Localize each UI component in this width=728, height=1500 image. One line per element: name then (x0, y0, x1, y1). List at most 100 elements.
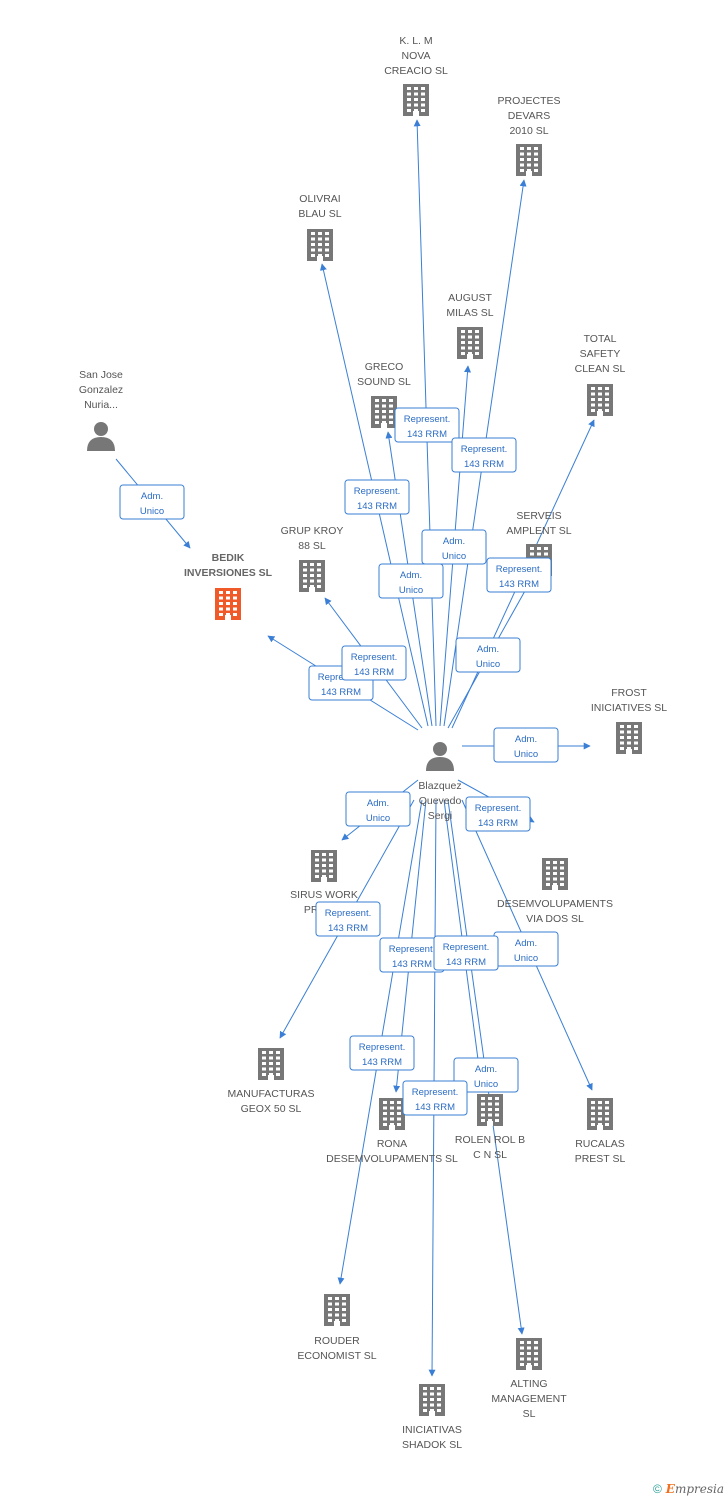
node-label-line: SL (523, 1408, 536, 1420)
relation-label-bedik[interactable]: Adm.Unico (119, 484, 185, 520)
relation-text: 143 RRM (407, 429, 447, 440)
relation-label-total[interactable]: Represent.143 RRM (486, 557, 552, 593)
relation-box[interactable] (455, 637, 521, 673)
person-icon (87, 422, 115, 451)
relation-text: 143 RRM (392, 959, 432, 970)
company-node-alting[interactable]: ALTING MANAGEMENT SL (491, 1338, 567, 1420)
building-icon (371, 396, 397, 428)
relation-text: 143 RRM (478, 818, 518, 829)
company-node-rucalas[interactable]: RUCALAS PREST SL (575, 1098, 626, 1165)
relation-text: Adm. (475, 1064, 497, 1075)
relation-label-klm[interactable]: Represent. 143 RRM (394, 407, 460, 443)
node-label-line: Gonzalez (79, 384, 123, 396)
relation-label-rouder[interactable]: Represent.143 RRM (349, 1035, 415, 1071)
relation-text: 143 RRM (362, 1057, 402, 1068)
relation-label-grupkroy[interactable]: Represent.143 RRM (341, 645, 407, 681)
building-icon (299, 560, 325, 592)
relation-box[interactable] (493, 727, 559, 763)
relation-text: Adm. (477, 644, 499, 655)
relation-box[interactable] (433, 935, 499, 971)
relation-box[interactable] (344, 479, 410, 515)
relation-box[interactable] (341, 645, 407, 681)
company-node-rolen[interactable]: ROLEN ROL BC N SL (455, 1094, 525, 1161)
relation-text: Represent. (475, 803, 521, 814)
relation-label-greco[interactable]: Adm.Unico (378, 563, 444, 599)
relation-label-olivrai[interactable]: Represent.143 RRM (344, 479, 410, 515)
relation-box[interactable] (378, 563, 444, 599)
relation-text: Unico (399, 585, 423, 596)
relation-box[interactable] (421, 529, 487, 565)
relation-label-manuf[interactable]: Represent.143 RRM (315, 901, 381, 937)
relation-box[interactable] (465, 796, 531, 832)
node-label-line: Blazquez (418, 780, 461, 792)
relation-label-rucalas[interactable]: Adm.Unico (493, 931, 559, 967)
relation-box[interactable] (451, 437, 517, 473)
node-label-line: BLAU SL (298, 208, 341, 220)
building-icon (542, 858, 568, 890)
node-label-line: 2010 SL (509, 125, 548, 137)
relation-label-serveis[interactable]: Adm.Unico (455, 637, 521, 673)
relation-text: Adm. (515, 938, 537, 949)
node-label-line: CREACIO SL (384, 65, 448, 77)
relation-box[interactable] (349, 1035, 415, 1071)
node-label-line: PREST SL (575, 1153, 626, 1165)
relation-label-sirus[interactable]: Adm.Unico (345, 791, 411, 827)
building-icon (516, 144, 542, 176)
relation-text: Unico (366, 813, 390, 824)
node-label-line: AUGUST (448, 292, 492, 304)
node-label-line: GRECO (365, 361, 404, 373)
relation-box[interactable] (315, 901, 381, 937)
node-label-line: Nuria... (84, 399, 118, 411)
company-node-sirus[interactable]: SIRUS WORKPROM... (290, 850, 358, 916)
relation-box[interactable] (394, 407, 460, 443)
relation-text: Unico (514, 749, 538, 760)
node-label-line: MANAGEMENT (491, 1393, 567, 1405)
relation-box[interactable] (119, 484, 185, 520)
node-label-line: ALTING (510, 1378, 547, 1390)
node-label-line: C N SL (473, 1149, 507, 1161)
node-label-line: K. L. M (399, 35, 432, 47)
relation-box[interactable] (453, 1057, 519, 1093)
relation-label-rolen[interactable]: Represent.143 RRM (433, 935, 499, 971)
relation-text: Adm. (141, 491, 163, 502)
relation-label-iniciativas[interactable]: Represent.143 RRM (402, 1080, 468, 1116)
relation-label-frost[interactable]: Adm.Unico (493, 727, 559, 763)
relation-label-projectes[interactable]: Represent.143 RRM (451, 437, 517, 473)
building-icon (311, 850, 337, 882)
person-node-sanjose[interactable]: San JoseGonzalezNuria... (79, 369, 123, 451)
relation-label-august[interactable]: Adm.Unico (421, 529, 487, 565)
relation-label-alting[interactable]: Adm.Unico (453, 1057, 519, 1093)
node-label-line: INICIATIVAS (402, 1424, 462, 1436)
brand-watermark: ©Empresia (653, 1482, 724, 1496)
relation-box[interactable] (486, 557, 552, 593)
relation-box[interactable] (345, 791, 411, 827)
relation-label-desem2[interactable]: Represent. 143 RRM (465, 796, 531, 832)
relation-text: Represent. (318, 672, 364, 683)
copyright-symbol: © (652, 1482, 662, 1496)
building-icon (307, 229, 333, 261)
node-label-line: RUCALAS (575, 1138, 625, 1150)
relation-box[interactable] (402, 1080, 468, 1116)
relation-text: Represent. (389, 944, 435, 955)
relation-text: Represent. (496, 564, 542, 575)
relation-text: Represent. (404, 414, 450, 425)
node-label-line: TOTAL (584, 333, 617, 345)
node-label-line: DEVARS (508, 110, 550, 122)
